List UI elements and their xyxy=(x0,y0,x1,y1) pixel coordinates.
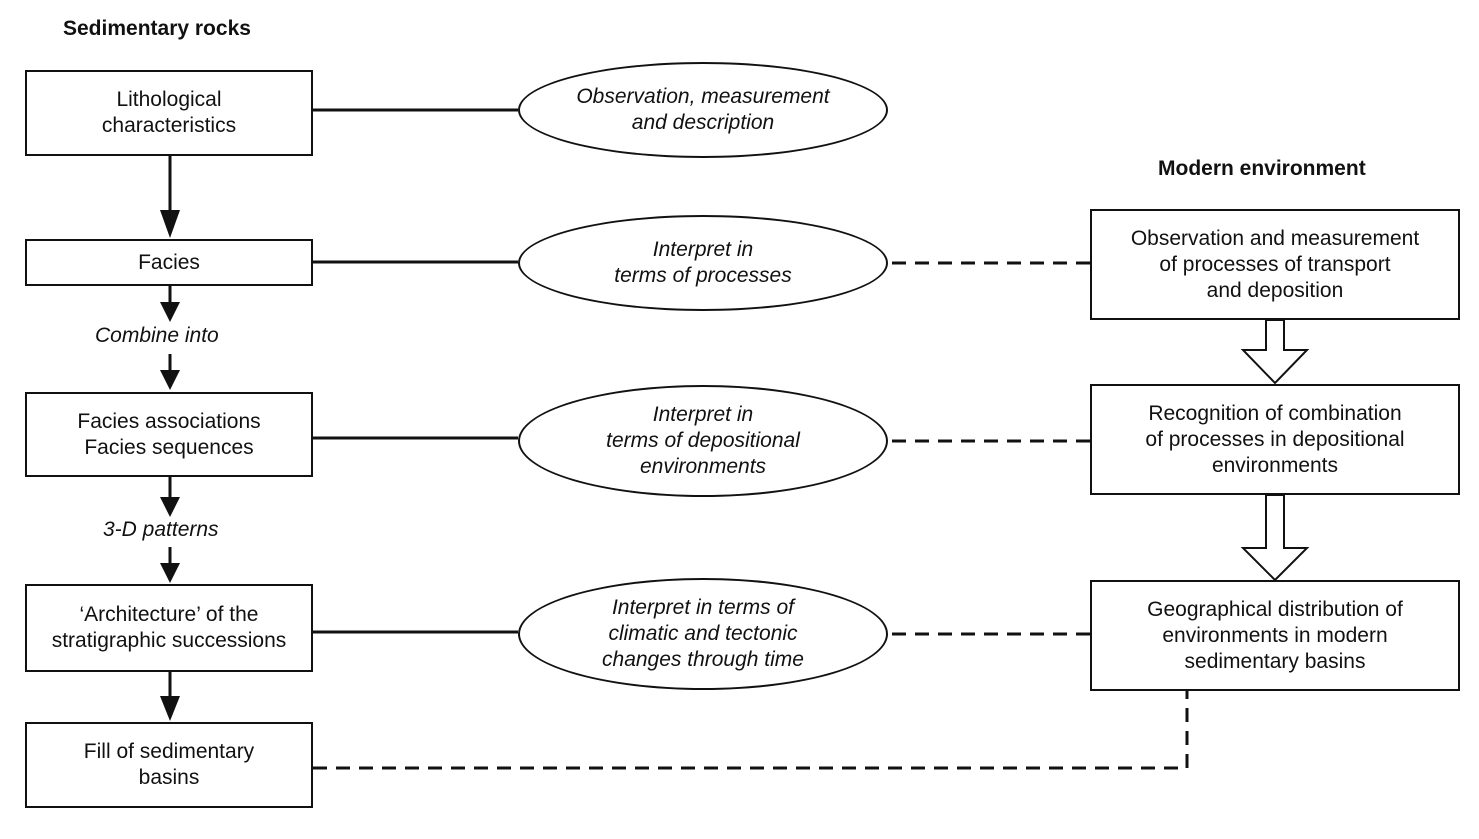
arrowhead-icon xyxy=(160,210,180,238)
hollow-arrow-icon xyxy=(1240,319,1310,385)
box-facies: Facies xyxy=(25,239,313,286)
oval-interpret-processes: Interpret in terms of processes xyxy=(518,215,888,311)
oval-label: Observation, measurement and description xyxy=(576,85,830,134)
box-label: ‘Architecture’ of the stratigraphic succ… xyxy=(51,603,287,652)
box-label: Recognition of combination of processes … xyxy=(1145,401,1405,477)
box-basin-fill: Fill of sedimentary basins xyxy=(25,722,313,808)
arrowhead-icon xyxy=(160,563,180,583)
box-label: Observation and measurement of processes… xyxy=(1130,226,1420,302)
box-recognition-combination: Recognition of combination of processes … xyxy=(1090,384,1460,495)
label-combine-into: Combine into xyxy=(95,324,219,347)
dashed-link-basin-fill xyxy=(313,690,1189,770)
oval-label: Interpret in terms of climatic and tecto… xyxy=(602,596,804,671)
heading-sedimentary-rocks: Sedimentary rocks xyxy=(63,17,251,40)
oval-interpret-environments: Interpret in terms of depositional envir… xyxy=(518,385,888,497)
arrowhead-icon xyxy=(160,370,180,390)
box-facies-associations: Facies associations Facies sequences xyxy=(25,392,313,477)
box-observation-processes: Observation and measurement of processes… xyxy=(1090,209,1460,320)
hollow-arrow-icon xyxy=(1240,494,1310,582)
arrowhead-icon xyxy=(160,696,180,721)
box-geographical-distribution: Geographical distribution of environment… xyxy=(1090,580,1460,691)
box-label: Lithological characteristics xyxy=(101,88,237,137)
box-lithological-characteristics: Lithological characteristics xyxy=(25,70,313,156)
box-label: Fill of sedimentary basins xyxy=(83,740,255,789)
arrowhead-icon xyxy=(160,302,180,322)
oval-label: Interpret in terms of processes xyxy=(614,238,792,287)
label-3d-patterns: 3-D patterns xyxy=(103,518,219,541)
box-label: Facies xyxy=(138,250,200,274)
arrowhead-icon xyxy=(160,497,180,517)
box-label: Facies associations Facies sequences xyxy=(77,409,261,459)
box-label: Geographical distribution of environment… xyxy=(1147,597,1403,673)
oval-interpret-changes: Interpret in terms of climatic and tecto… xyxy=(518,578,888,690)
oval-label: Interpret in terms of depositional envir… xyxy=(606,403,800,478)
box-architecture: ‘Architecture’ of the stratigraphic succ… xyxy=(25,584,313,672)
oval-observation-measurement: Observation, measurement and description xyxy=(518,62,888,158)
heading-modern-environment: Modern environment xyxy=(1158,157,1366,180)
